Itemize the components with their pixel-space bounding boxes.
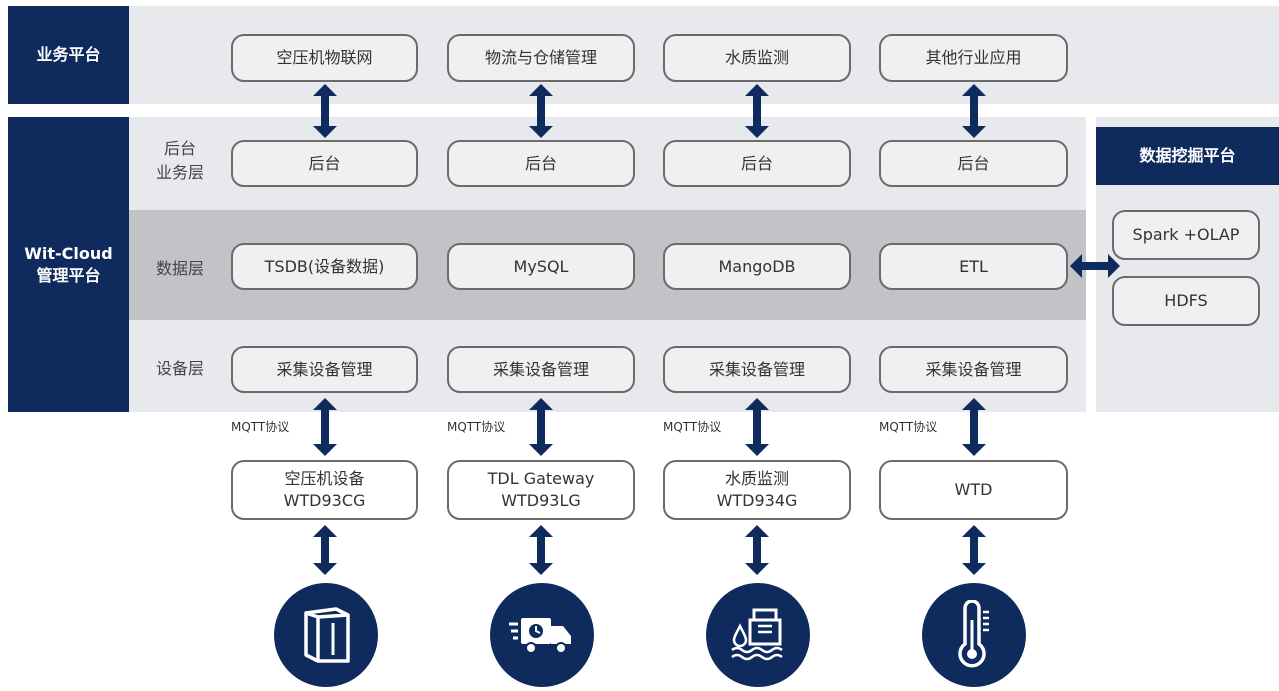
gateway-box: WTD xyxy=(879,460,1068,520)
business-app-box: 物流与仓储管理 xyxy=(447,34,635,82)
gateway-box: 水质监测 WTD934G xyxy=(663,460,851,520)
water-monitoring-icon xyxy=(706,583,810,687)
data-layer-label: 数据层 xyxy=(155,259,204,278)
wit-cloud-platform-label: Wit-Cloud 管理平台 xyxy=(8,117,129,412)
data-store-box: TSDB(设备数据) xyxy=(231,243,418,290)
thermometer-icon xyxy=(922,583,1026,687)
backend-box: 后台 xyxy=(447,140,635,187)
mining-tool-box: Spark +OLAP xyxy=(1112,210,1260,260)
horizontal-double-arrow-icon xyxy=(1070,254,1120,278)
gateway-box: 空压机设备 WTD93CG xyxy=(231,460,418,520)
mining-tool-box: HDFS xyxy=(1112,276,1260,326)
data-store-box: MySQL xyxy=(447,243,635,290)
backend-box: 后台 xyxy=(663,140,851,187)
double-arrow-icon xyxy=(313,84,337,138)
business-app-box: 其他行业应用 xyxy=(879,34,1068,82)
double-arrow-icon xyxy=(745,525,769,575)
device-management-box: 采集设备管理 xyxy=(663,346,851,393)
double-arrow-icon xyxy=(962,398,986,456)
protocol-label: MQTT协议 xyxy=(231,420,290,434)
double-arrow-icon xyxy=(962,525,986,575)
data-mining-platform-label: 数据挖掘平台 xyxy=(1096,127,1279,185)
double-arrow-icon xyxy=(745,398,769,456)
protocol-label: MQTT协议 xyxy=(447,420,506,434)
business-app-box: 空压机物联网 xyxy=(231,34,418,82)
gateway-box: TDL Gateway WTD93LG xyxy=(447,460,635,520)
business-platform-label: 业务平台 xyxy=(8,6,129,104)
double-arrow-icon xyxy=(529,525,553,575)
double-arrow-icon xyxy=(529,398,553,456)
double-arrow-icon xyxy=(313,525,337,575)
protocol-label: MQTT协议 xyxy=(663,420,722,434)
double-arrow-icon xyxy=(745,84,769,138)
device-management-box: 采集设备管理 xyxy=(447,346,635,393)
protocol-label: MQTT协议 xyxy=(879,420,938,434)
double-arrow-icon xyxy=(529,84,553,138)
double-arrow-icon xyxy=(313,398,337,456)
delivery-truck-icon xyxy=(490,583,594,687)
device-management-box: 采集设备管理 xyxy=(231,346,418,393)
data-store-box: ETL xyxy=(879,243,1068,290)
backend-box: 后台 xyxy=(879,140,1068,187)
cabinet-icon xyxy=(274,583,378,687)
device-layer-label: 设备层 xyxy=(155,359,204,378)
data-store-box: MangoDB xyxy=(663,243,851,290)
business-app-box: 水质监测 xyxy=(663,34,851,82)
backend-box: 后台 xyxy=(231,140,418,187)
device-management-box: 采集设备管理 xyxy=(879,346,1068,393)
backend-layer-label: 后台 业务层 xyxy=(155,139,204,182)
double-arrow-icon xyxy=(962,84,986,138)
